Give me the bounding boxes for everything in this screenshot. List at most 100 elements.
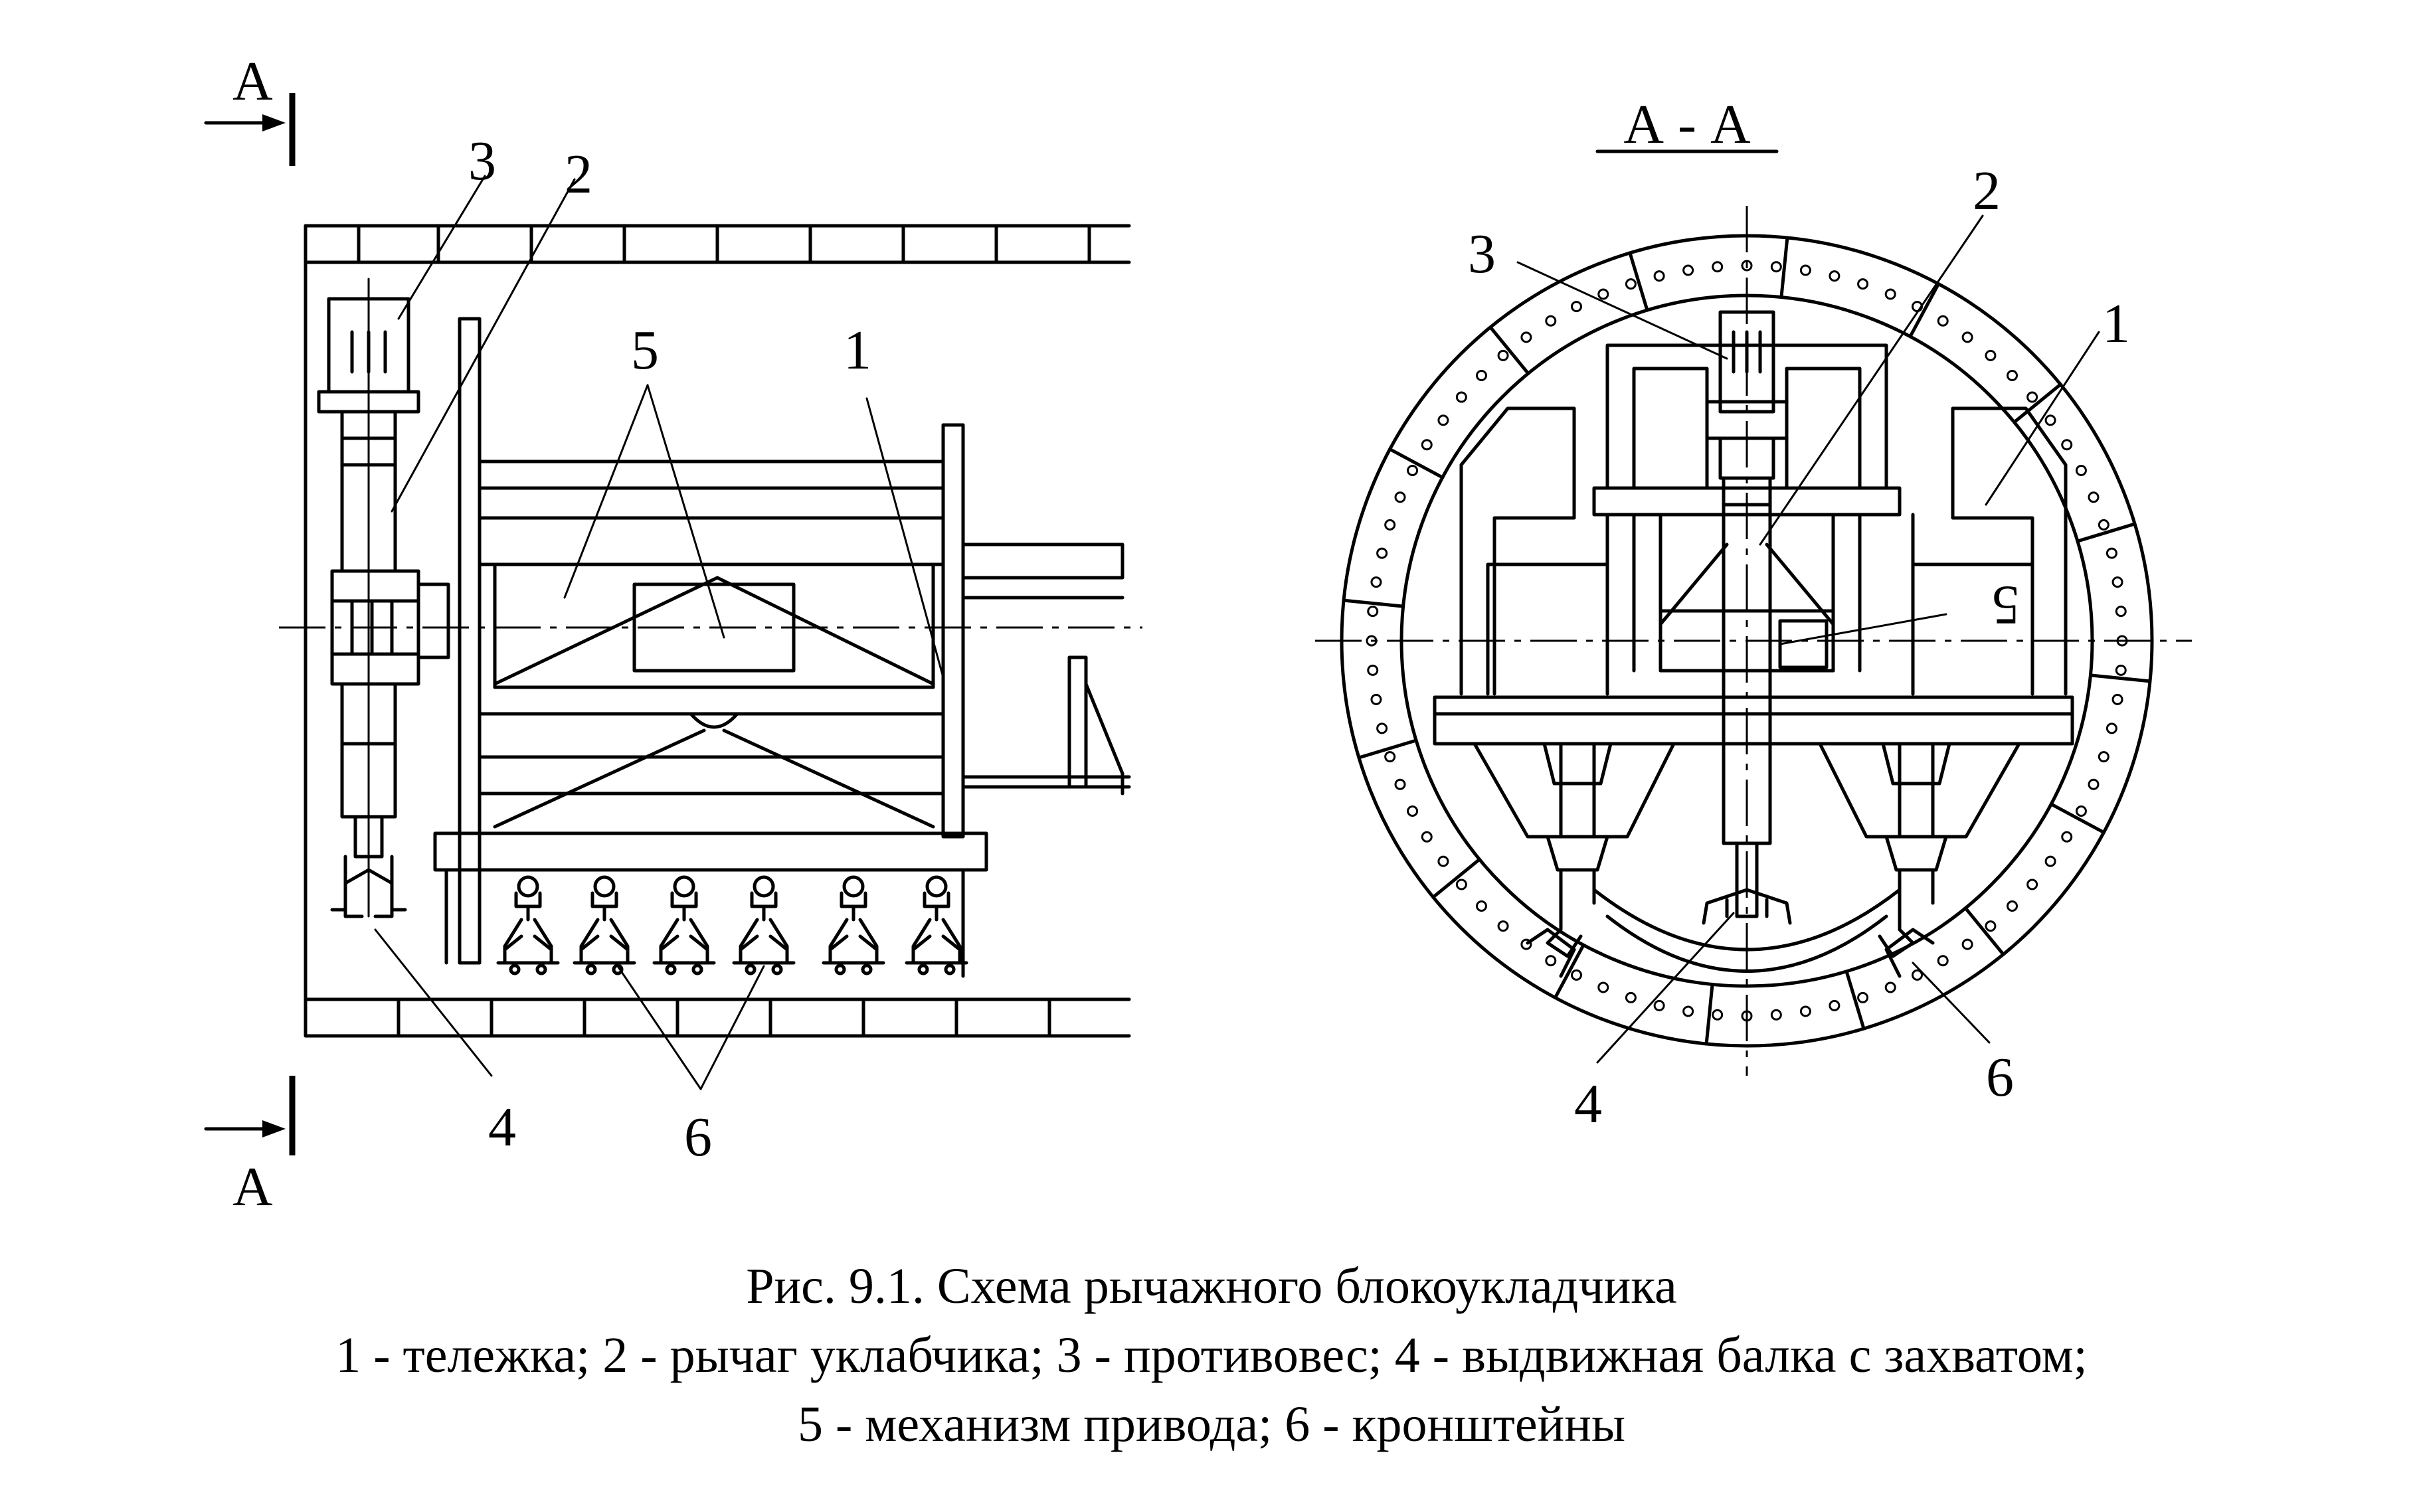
caption-title: Рис. 9.1. Схема рычажного блокоукладчика xyxy=(746,1258,1677,1314)
bolt-hole xyxy=(1961,331,1973,343)
bolt-hole xyxy=(1829,999,1840,1011)
segment-joint xyxy=(1963,906,2005,956)
right-label-5-inverted: 5 xyxy=(1992,574,2020,636)
right-leader-lines xyxy=(1516,214,2100,1064)
segment-joint xyxy=(1844,969,1866,1031)
section-title: А - А xyxy=(1623,94,1751,155)
lining-segment-joints xyxy=(1342,236,2152,1046)
bolt-hole xyxy=(1937,315,1949,327)
left-label-5: 5 xyxy=(631,319,659,381)
longitudinal-view: А А xyxy=(204,50,1142,1218)
bolt-hole xyxy=(1597,288,1609,300)
bracket xyxy=(496,875,560,975)
bolt-hole xyxy=(2098,519,2109,531)
bolt-hole xyxy=(1884,981,1896,993)
bolt-hole xyxy=(1912,969,1924,981)
bolt-hole xyxy=(1937,955,1949,967)
bolt-hole xyxy=(2088,778,2100,790)
bolt-hole xyxy=(1384,519,1396,531)
bolt-hole xyxy=(2044,414,2056,426)
bolt-hole xyxy=(1407,805,1419,817)
bolt-hole xyxy=(2061,831,2073,843)
bolt-hole xyxy=(1625,991,1637,1003)
bolt-hole xyxy=(1653,999,1665,1011)
bolt-hole xyxy=(1682,264,1694,276)
right-label-1: 1 xyxy=(2102,293,2130,355)
bolt-hole xyxy=(1394,778,1406,790)
segment-joint xyxy=(2088,673,2152,683)
lever-assembly xyxy=(317,278,450,918)
bolt-hole xyxy=(1367,664,1379,676)
bolt-hole xyxy=(1985,349,1997,361)
bolt-hole xyxy=(1570,301,1582,313)
bracket xyxy=(573,875,636,975)
bracket xyxy=(905,875,968,975)
section-letter-bottom: А xyxy=(232,1156,273,1218)
segment-joint xyxy=(1908,282,1941,339)
bolt-hole xyxy=(1799,264,1811,276)
bolt-hole xyxy=(1857,278,1869,290)
bracket xyxy=(822,875,885,975)
bolt-hole xyxy=(1985,920,1997,932)
right-label-3: 3 xyxy=(1468,223,1496,285)
segment-joint xyxy=(1628,251,1649,312)
bolt-hole xyxy=(1394,491,1406,503)
bolt-hole xyxy=(1653,270,1665,282)
bolt-hole xyxy=(2115,664,2127,676)
bracket xyxy=(652,875,716,975)
right-label-2: 2 xyxy=(1973,160,2001,222)
bolt-hole xyxy=(1421,831,1433,843)
bracket-row xyxy=(496,875,968,975)
segment-joint xyxy=(1431,857,1481,899)
bolt-hole xyxy=(1712,261,1724,273)
bolt-hole xyxy=(1884,288,1896,300)
left-label-3: 3 xyxy=(468,130,496,192)
cart-frame xyxy=(433,317,1131,978)
bolt-hole xyxy=(2075,464,2087,476)
bolt-hole xyxy=(1682,1005,1694,1017)
lever-section xyxy=(1702,310,1792,925)
left-label-1: 1 xyxy=(844,319,871,381)
bolt-hole xyxy=(1497,920,1509,932)
bolt-hole xyxy=(1475,900,1487,912)
section-mark-top: А xyxy=(204,50,296,166)
bolt-hole xyxy=(2111,576,2123,588)
right-label-6: 6 xyxy=(1986,1047,2014,1108)
bolt-hole xyxy=(2044,855,2056,867)
section-letter-top: А xyxy=(232,50,273,112)
segment-joint xyxy=(2013,382,2062,424)
caption-legend-line2: 5 - механизм привода; 6 - кронштейны xyxy=(797,1396,1626,1452)
bolt-hole xyxy=(1370,693,1382,705)
segment-joint xyxy=(1488,325,1530,375)
bolt-hole xyxy=(2026,391,2038,403)
bolt-hole xyxy=(2075,805,2087,817)
bolt-hole xyxy=(1421,439,1433,451)
bolt-hole xyxy=(1545,315,1557,327)
left-label-6: 6 xyxy=(684,1106,712,1168)
bolt-hole xyxy=(1712,1009,1724,1021)
segment-joint xyxy=(1357,738,1418,760)
bolt-hole xyxy=(1961,938,1973,950)
bolt-hole xyxy=(1520,938,1532,950)
cart-frame-section xyxy=(1433,343,2074,978)
bolt-hole xyxy=(1455,391,1467,403)
segment-joint xyxy=(1342,598,1405,608)
bolt-hole xyxy=(1770,1009,1782,1021)
bolt-hole xyxy=(1799,1005,1811,1017)
bolt-hole xyxy=(1407,464,1419,476)
figure-caption: Рис. 9.1. Схема рычажного блокоукладчика… xyxy=(0,1252,2423,1459)
bracket xyxy=(732,875,796,975)
tunnel-lining-top xyxy=(304,224,1131,264)
section-mark-bottom: А xyxy=(204,1076,296,1218)
bolt-hole xyxy=(1455,879,1467,890)
bolt-hole xyxy=(2088,491,2100,503)
bolt-hole xyxy=(1376,547,1388,559)
bolt-hole xyxy=(2061,439,2073,451)
bolt-hole xyxy=(1770,261,1782,273)
caption-legend-line1: 1 - тележка; 2 - рычаг уклабчика; 3 - пр… xyxy=(335,1327,2088,1383)
bolt-hole xyxy=(2007,900,2019,912)
bolt-hole xyxy=(1437,414,1449,426)
left-label-4: 4 xyxy=(488,1096,516,1158)
bolt-hole xyxy=(2106,722,2117,734)
